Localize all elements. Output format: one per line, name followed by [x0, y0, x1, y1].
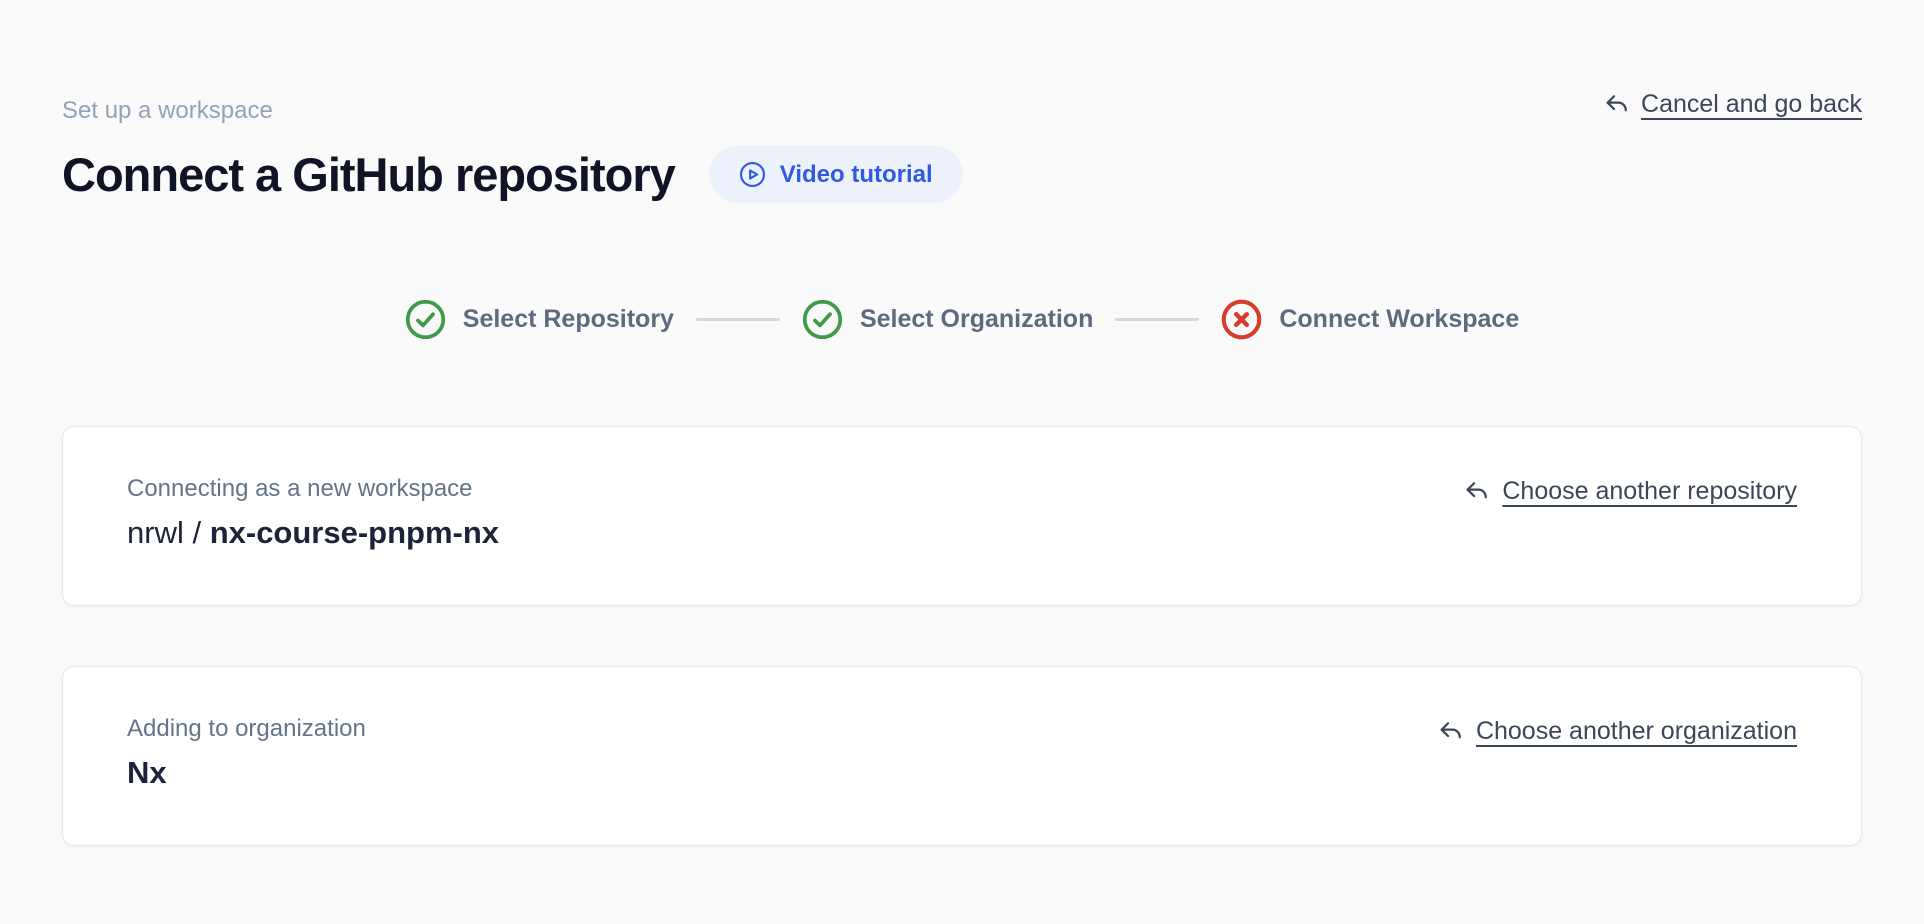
title-row: Connect a GitHub repository Video tutori…: [62, 146, 1862, 203]
page-title: Connect a GitHub repository: [62, 148, 676, 201]
choose-another-repository-label: Choose another repository: [1502, 477, 1797, 505]
eyebrow-text: Set up a workspace: [62, 97, 273, 124]
setup-page: Set up a workspace Cancel and go back Co…: [62, 90, 1862, 846]
organization-card: Adding to organization Nx Choose another…: [62, 666, 1862, 846]
video-tutorial-button[interactable]: Video tutorial: [708, 146, 963, 203]
organization-card-label: Adding to organization: [127, 715, 366, 742]
step-complete-check-icon: [802, 299, 843, 340]
setup-stepper: Select Repository Select Organization Co…: [62, 299, 1862, 340]
organization-card-info: Adding to organization Nx: [127, 715, 366, 791]
step-connector: [1115, 318, 1200, 321]
step-select-organization: Select Organization: [802, 299, 1093, 340]
repository-card-info: Connecting as a new workspace nrwl / nx-…: [127, 475, 499, 551]
step-select-repository: Select Repository: [405, 299, 674, 340]
repository-name: nx-course-pnpm-nx: [209, 515, 500, 550]
repository-card: Connecting as a new workspace nrwl / nx-…: [62, 426, 1862, 606]
step-label: Select Repository: [462, 305, 674, 333]
step-complete-check-icon: [405, 299, 445, 340]
repository-full-name: nrwl / nx-course-pnpm-nx: [127, 515, 499, 551]
cancel-link-label: Cancel and go back: [1641, 90, 1862, 118]
undo-arrow-icon: [1606, 94, 1627, 111]
repository-owner: nrwl /: [127, 515, 210, 550]
header: Set up a workspace Cancel and go back: [62, 90, 1862, 126]
step-connect-workspace: Connect Workspace: [1221, 299, 1519, 340]
step-connector: [695, 318, 780, 321]
play-circle-icon: [739, 161, 765, 188]
organization-name: Nx: [127, 755, 167, 790]
undo-arrow-icon: [1466, 481, 1488, 498]
undo-arrow-icon: [1440, 721, 1461, 738]
step-label: Connect Workspace: [1279, 305, 1520, 333]
repository-card-label: Connecting as a new workspace: [127, 475, 473, 502]
video-tutorial-label: Video tutorial: [779, 160, 933, 188]
choose-another-organization-link[interactable]: Choose another organization: [1437, 717, 1797, 746]
cancel-and-go-back-link[interactable]: Cancel and go back: [1603, 90, 1862, 119]
step-error-x-icon: [1221, 299, 1262, 340]
choose-another-organization-label: Choose another organization: [1475, 717, 1797, 745]
step-label: Select Organization: [859, 305, 1094, 333]
choose-another-repository-link[interactable]: Choose another repository: [1463, 477, 1797, 506]
